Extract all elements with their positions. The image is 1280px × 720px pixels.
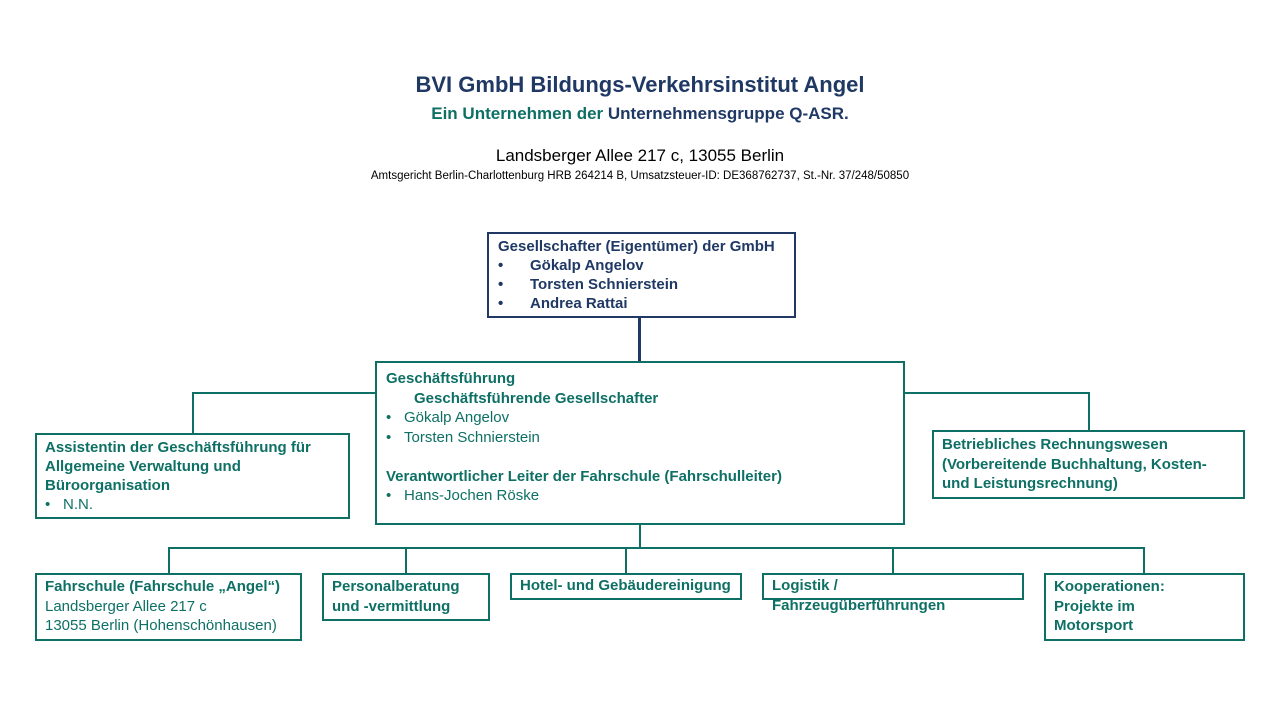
box-rechnungswesen-title-line: und Leistungsrechnung) (942, 475, 1118, 492)
connector-left-horizontal (192, 392, 375, 394)
box-personalberatung-title-line: Personalberatung (332, 578, 460, 595)
bullet-icon (45, 495, 63, 514)
bullet-icon (498, 275, 530, 294)
list-item: Gökalp Angelov (386, 408, 894, 428)
member-name: N.N. (63, 496, 93, 513)
connector-drop-logistik (892, 547, 894, 573)
subtitle-emphasis: Unternehmensgruppe Q-ASR. (607, 104, 849, 123)
bullet-icon (386, 408, 404, 428)
box-gesellschafter-title: Gesellschafter (Eigentümer) der GmbH (498, 238, 775, 255)
member-name: Gökalp Angelov (404, 409, 510, 426)
page-title: BVI GmbH Bildungs-Verkehrsinstitut Angel (415, 72, 865, 97)
box-rechnungswesen-title-line: (Vorbereitende Buchhaltung, Kosten- (942, 455, 1207, 473)
list-item: Hans-Jochen Röske (386, 486, 894, 506)
box-personalberatung-title-line: und -vermittlung (332, 597, 451, 615)
bullet-icon (386, 486, 404, 506)
box-rechnungswesen-title-line: Betriebliches Rechnungswesen (942, 436, 1168, 453)
box-fahrschule: Fahrschule (Fahrschule „Angel“) Landsber… (35, 573, 302, 641)
bullet-icon (386, 428, 404, 448)
box-rechnungswesen: Betriebliches Rechnungswesen (Vorbereite… (932, 430, 1245, 499)
box-kooperationen-title-line: Kooperationen: (1054, 578, 1165, 595)
connector-drop-fahrschule (168, 547, 170, 573)
box-fahrschule-title: Fahrschule (Fahrschule „Angel“) (45, 578, 281, 595)
bullet-icon (498, 256, 530, 275)
list-item: N.N. (45, 495, 340, 514)
member-name: Andrea Rattai (530, 295, 628, 312)
connector-right-vertical (1088, 392, 1090, 430)
connector-right-horizontal (905, 392, 1090, 394)
leader-name: Hans-Jochen Röske (404, 487, 540, 504)
connector-drop-kooperationen (1143, 547, 1145, 573)
box-assistentin-title-line: Allgemeine Verwaltung und (45, 458, 241, 475)
box-logistik: Logistik / Fahrzeugüberführungen (762, 573, 1024, 614)
box-personalberatung: Personalberatung und -vermittlung (322, 573, 490, 621)
box-geschaeftsfuehrung: Geschäftsführung Geschäftsführende Gesel… (375, 361, 905, 525)
box-hotel: Hotel- und Gebäudereinigung (510, 573, 742, 600)
list-item: Torsten Schnierstein (498, 275, 785, 294)
connector-left-vertical (192, 392, 194, 433)
connector-drop-hotel (625, 547, 627, 573)
box-fahrschule-address-line: 13055 Berlin (Hohenschönhausen) (45, 617, 277, 634)
list-item: Gökalp Angelov (498, 256, 785, 275)
list-item: Torsten Schnierstein (386, 428, 894, 448)
page-subtitle: Ein Unternehmen der Unternehmensgruppe Q… (0, 104, 1280, 124)
box-assistentin-title-line: Assistentin der Geschäftsführung für (45, 439, 311, 456)
company-registration: Amtsgericht Berlin-Charlottenburg HRB 26… (370, 170, 910, 182)
leader-title: Verantwortlicher Leiter der Fahrschule (… (386, 467, 782, 485)
company-address: Landsberger Allee 217 c, 13055 Berlin (495, 146, 785, 165)
connector-drop-personalberatung (405, 547, 407, 573)
bullet-icon (498, 294, 530, 313)
box-kooperationen-title-line: Motorsport (1054, 617, 1134, 634)
connector-bottom-horizontal (168, 547, 1145, 549)
box-geschaeftsfuehrung-title: Geschäftsführung (386, 370, 516, 387)
spacer (386, 447, 894, 467)
box-assistentin: Assistentin der Geschäftsführung für All… (35, 433, 350, 519)
box-fahrschule-address-line: Landsberger Allee 217 c (45, 597, 207, 615)
subtitle-prefix: Ein Unternehmen der (431, 104, 608, 123)
box-kooperationen-title-line: Projekte im (1054, 597, 1135, 615)
member-name: Gökalp Angelov (530, 257, 644, 274)
box-assistentin-title-line: Büroorganisation (45, 477, 171, 494)
box-logistik-title: Logistik / Fahrzeugüberführungen (772, 577, 946, 614)
list-item: Andrea Rattai (498, 294, 785, 313)
box-hotel-title: Hotel- und Gebäudereinigung (520, 577, 731, 594)
member-name: Torsten Schnierstein (404, 428, 540, 446)
connector-gesellschafter-geschaeftsfuehrung (638, 317, 641, 362)
member-name: Torsten Schnierstein (530, 276, 679, 293)
connector-bottom-stem (639, 525, 641, 548)
box-gesellschafter: Gesellschafter (Eigentümer) der GmbH Gök… (487, 232, 796, 318)
box-kooperationen: Kooperationen: Projekte im Motorsport (1044, 573, 1245, 641)
box-geschaeftsfuehrung-subtitle: Geschäftsführende Gesellschafter (414, 389, 659, 407)
